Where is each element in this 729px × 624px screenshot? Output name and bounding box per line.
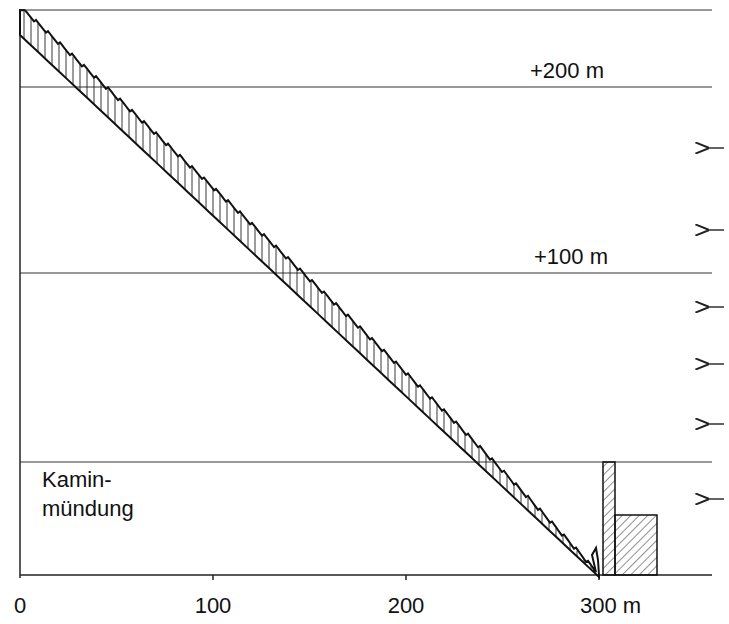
- height-label: +100 m: [534, 243, 608, 272]
- axis-label: 100: [195, 592, 232, 621]
- chimney-label: Kamin- mündung: [42, 466, 142, 523]
- wind-arrows: [708, 148, 724, 499]
- axes: [20, 10, 712, 580]
- height-lines: [20, 10, 712, 462]
- smoke-plume: [20, 10, 599, 577]
- axis-label: 300 m: [580, 592, 641, 621]
- height-label: +200 m: [530, 57, 604, 86]
- chimney: [603, 462, 657, 575]
- axis-label: 0: [14, 592, 26, 621]
- axis-label: 200: [388, 592, 425, 621]
- plume-hatching: [24, 11, 591, 570]
